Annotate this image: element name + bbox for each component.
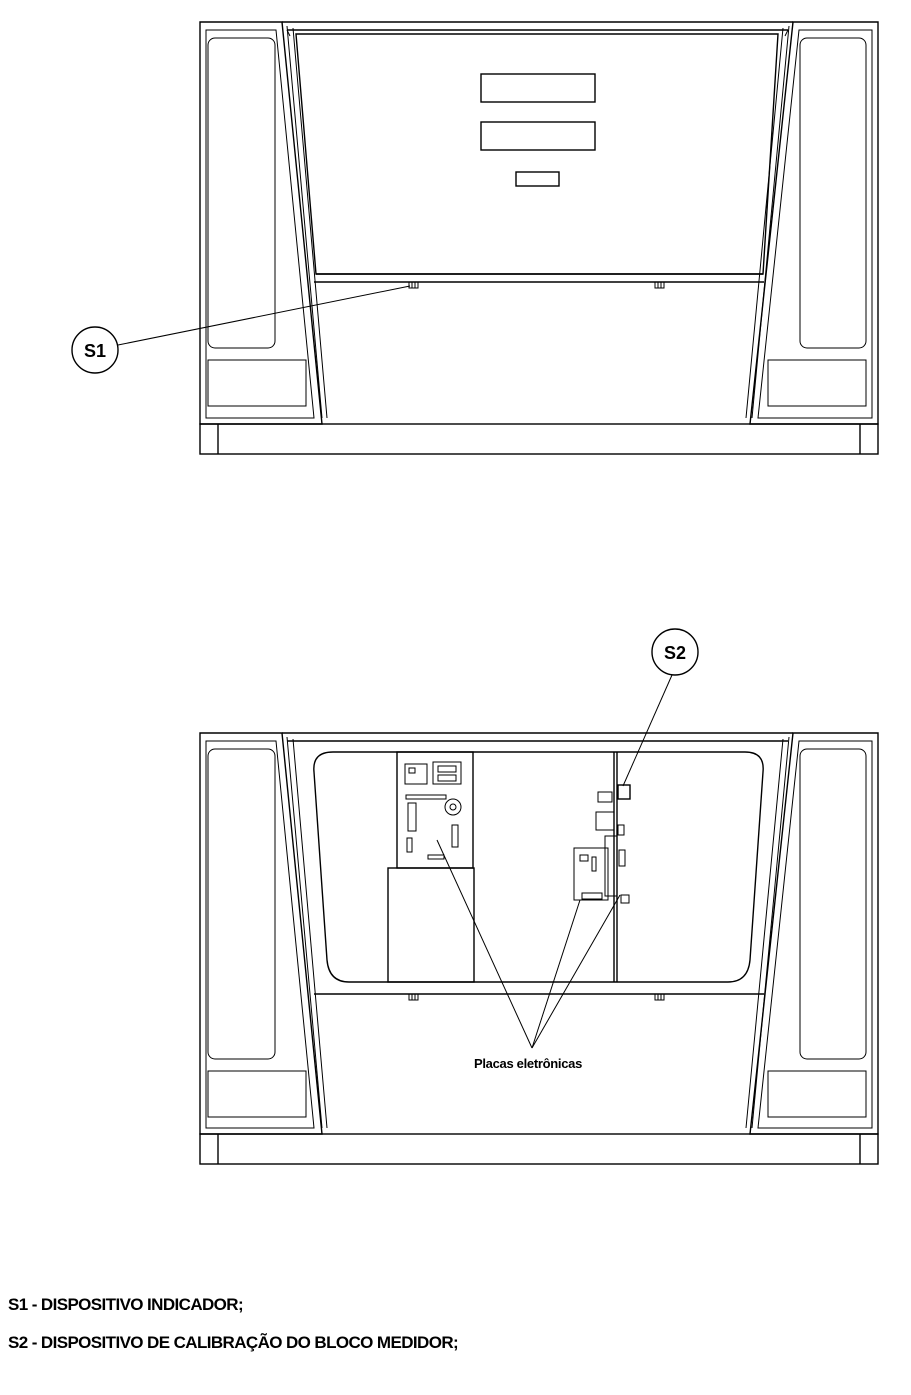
- left-column: [199, 21, 323, 425]
- base-plinth-open: [199, 1133, 879, 1165]
- s2-callout-label: S2: [664, 643, 686, 663]
- legend-s1: S1 - DISPOSITIVO INDICADOR;: [8, 1295, 244, 1314]
- right-column-open: [749, 732, 879, 1135]
- seal-point-left: [408, 281, 419, 289]
- seal-point-right: [654, 281, 665, 289]
- electronic-board-main: [387, 751, 475, 983]
- dispenser-front-view-closed: S1: [71, 21, 879, 455]
- left-column-open: [199, 732, 323, 1135]
- display-window-1: [480, 73, 596, 103]
- legend-s2: S2 - DISPOSITIVO DE CALIBRAÇÃO DO BLOCO …: [8, 1333, 459, 1352]
- s2-leader-line: [622, 674, 673, 787]
- display-panel: [295, 33, 779, 275]
- dispenser-front-view-open: S2 Placas eletrônicas: [199, 628, 879, 1165]
- base-plinth: [199, 423, 879, 455]
- s1-callout-circle: [71, 326, 119, 374]
- s1-leader-line: [117, 285, 411, 346]
- boards-leader-3: [531, 894, 621, 1049]
- boards-leader-2: [531, 899, 581, 1049]
- display-window-3: [515, 171, 560, 187]
- calibration-seal: [617, 784, 631, 800]
- s2-callout-circle: [651, 628, 699, 676]
- right-column: [749, 21, 879, 425]
- boards-leader-1: [436, 839, 533, 1049]
- cabinet-opening: [313, 751, 764, 983]
- boards-note-label: Placas eletrônicas: [474, 1056, 582, 1071]
- s1-callout-label: S1: [84, 341, 106, 361]
- display-window-2: [480, 121, 596, 151]
- electronic-board-calibration: [573, 784, 631, 904]
